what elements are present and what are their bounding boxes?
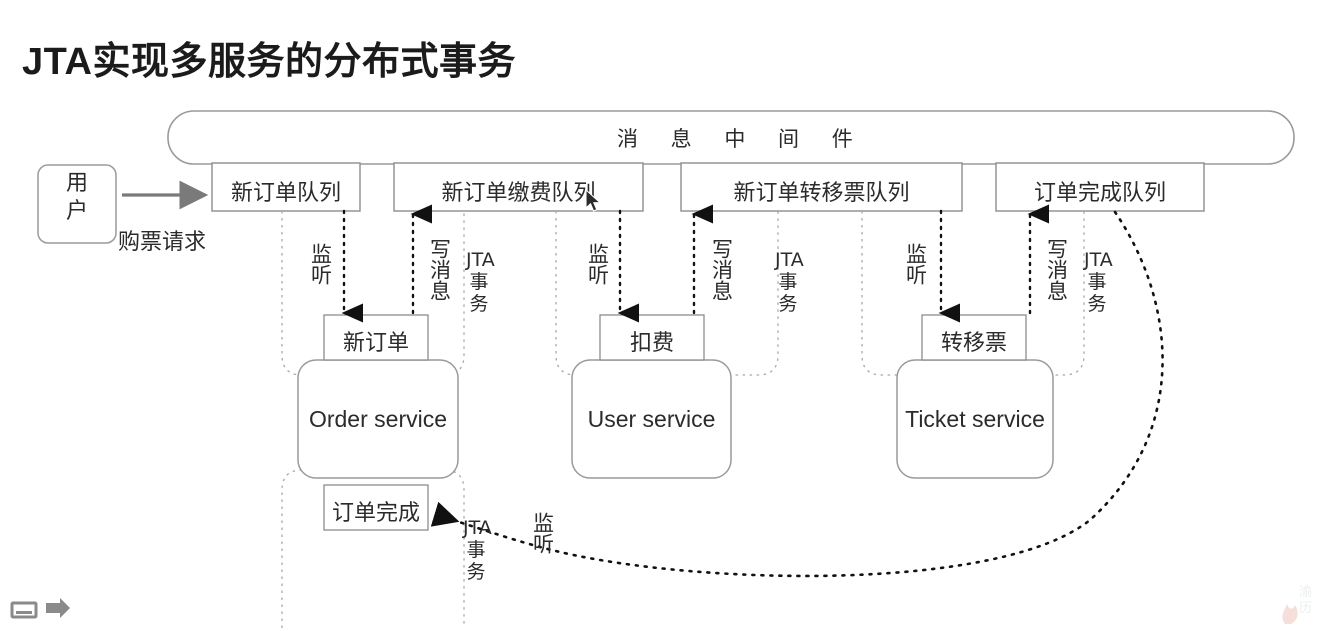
order-complete-listen-curve	[430, 210, 1164, 578]
actor-box	[37, 164, 117, 244]
svg-text:历: 历	[1299, 601, 1312, 616]
queue-label-2[interactable]: 新订单缴费队列	[441, 181, 596, 206]
listen-label-2: 监听	[585, 243, 610, 285]
queue-box-4	[995, 162, 1205, 212]
action-box-order-complete	[323, 484, 429, 531]
request-label: 购票请求	[118, 230, 207, 255]
toolbar-icons[interactable]	[8, 595, 72, 626]
watermark: 渝 历	[1241, 580, 1327, 626]
play-arrow-icon	[46, 598, 70, 618]
action-label-deduct-fee: 扣费	[629, 331, 674, 356]
action-box-deduct-fee	[599, 314, 705, 361]
action-label-order-complete: 订单完成	[331, 501, 420, 526]
page-title: JTA实现多服务的分布式事务	[22, 41, 516, 83]
queue-label-3[interactable]: 新订单转移票队列	[733, 181, 910, 206]
action-label-new-order: 新订单	[342, 331, 409, 356]
service-label-ticket: Ticket service	[905, 406, 1045, 432]
mouse-cursor	[585, 189, 602, 212]
listen-label-3: 监听	[903, 243, 928, 285]
write-message-label-1: 写消息	[427, 238, 452, 301]
write-message-label-3: 写消息	[1044, 238, 1069, 301]
listen-label-1: 监听	[308, 243, 333, 285]
queue-box-3	[680, 162, 963, 212]
message-middleware-label: 消 息 中 间 件	[617, 127, 866, 151]
action-box-new-order	[323, 314, 429, 361]
queue-box-2	[393, 162, 644, 212]
slide-icon	[10, 601, 38, 619]
queue-label-1[interactable]: 新订单队列	[230, 181, 341, 206]
svg-text:渝: 渝	[1299, 584, 1312, 600]
service-label-user: User service	[587, 406, 716, 432]
action-label-transfer-ticket: 转移票	[940, 331, 1007, 356]
jta-region-order-complete	[281, 469, 465, 628]
queue-box-1	[211, 162, 361, 212]
actor-label-line2: 户	[65, 199, 88, 224]
listen-label-bottom: 监听	[530, 512, 555, 554]
actor-label-line1: 用	[65, 171, 88, 196]
queue-label-4[interactable]: 订单完成队列	[1033, 181, 1166, 206]
write-message-label-2: 写消息	[709, 238, 734, 301]
service-label-order: Order service	[308, 406, 448, 432]
